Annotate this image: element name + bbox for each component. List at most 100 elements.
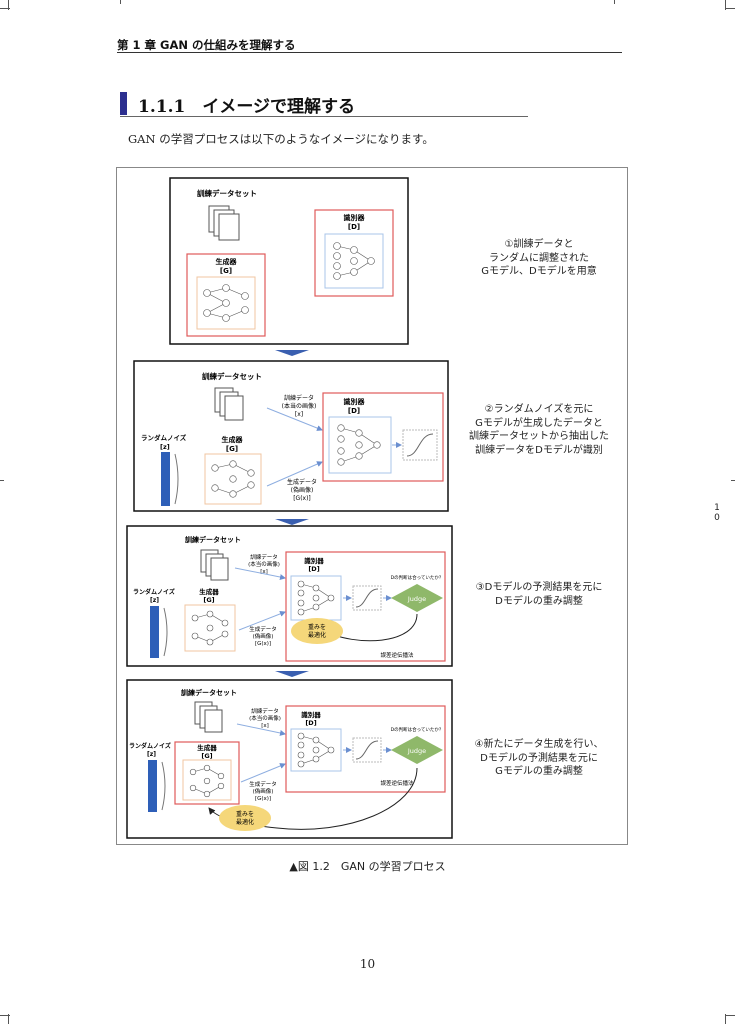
noise-symbol: [z] bbox=[147, 751, 156, 758]
discriminator-network-icon bbox=[297, 580, 335, 616]
optimize-label: 重みを bbox=[308, 623, 326, 631]
judge-label: Judge bbox=[407, 595, 426, 603]
discriminator-symbol: [D] bbox=[348, 223, 360, 231]
backprop-label: 誤差逆伝播法 bbox=[380, 651, 414, 659]
real-data-label: 訓練データ bbox=[250, 553, 278, 561]
figure-diagram: 訓練データセット 生成器 [G] 識別器 [D] bbox=[126, 177, 453, 839]
real-data-sub: (本当の画像) bbox=[249, 714, 281, 722]
real-data-symbol: [x] bbox=[295, 411, 303, 418]
generator-network-icon bbox=[191, 610, 229, 646]
section-rule bbox=[120, 116, 528, 117]
generator-symbol: [G] bbox=[201, 752, 212, 760]
figure-caption: ▲図 1.2 GAN の学習プロセス bbox=[289, 860, 446, 873]
step-1-line: ①訓練データと bbox=[504, 239, 574, 250]
panel-3: 訓練データセット 訓練データ (本当の画像) [x] ランダムノイズ [z] 生… bbox=[126, 525, 453, 677]
judge-question: Dの判断は合っていたか？ bbox=[391, 574, 444, 581]
real-data-sub: (本当の画像) bbox=[282, 402, 317, 410]
side-page-number: 1 0 bbox=[713, 503, 721, 523]
noise-vector bbox=[161, 452, 170, 506]
dataset-pages-icon bbox=[194, 701, 223, 733]
chapter-header: 第 1 章 GAN の仕組みを理解する bbox=[117, 38, 296, 52]
discriminator-label: 識別器 bbox=[304, 556, 324, 565]
header-rule bbox=[117, 52, 622, 53]
step-1-line: Gモデル、Dモデルを用意 bbox=[481, 266, 597, 277]
discriminator-symbol: [D] bbox=[305, 719, 316, 727]
fake-data-symbol: [G(x)] bbox=[255, 796, 271, 802]
optimize-ellipse bbox=[291, 618, 343, 644]
generator-label: 生成器 bbox=[216, 257, 238, 266]
generator-symbol: [G] bbox=[220, 267, 232, 275]
step-2-line: ②ランダムノイズを元に bbox=[484, 404, 594, 415]
generator-label: 生成器 bbox=[197, 743, 217, 752]
section-title: 1.1.1 イメージで理解する bbox=[138, 97, 355, 117]
step-1-description: ①訓練データと ランダムに調整された Gモデル、Dモデルを用意 bbox=[454, 238, 624, 279]
optimize-label: 重みを bbox=[236, 810, 254, 818]
intro-text: GAN の学習プロセスは以下のようなイメージになります。 bbox=[128, 132, 434, 146]
dataset-pages-icon bbox=[214, 387, 244, 421]
side-page-digit: 1 bbox=[714, 503, 720, 513]
discriminator-symbol: [D] bbox=[308, 565, 319, 573]
discriminator-label: 識別器 bbox=[301, 710, 321, 719]
step-4-line: ④新たにデータ生成を行い、 bbox=[474, 739, 604, 750]
down-arrow-icon bbox=[275, 671, 309, 677]
backprop-label: 誤差逆伝播法 bbox=[380, 779, 414, 787]
optimize-label-2: 最適化 bbox=[308, 631, 326, 639]
fake-data-sub: (偽画像) bbox=[253, 632, 274, 640]
step-2-description: ②ランダムノイズを元に Gモデルが生成したデータと 訓練データセットから抽出した… bbox=[454, 403, 624, 457]
side-page-digit: 0 bbox=[714, 513, 720, 523]
step-4-line: Gモデルの重み調整 bbox=[495, 766, 583, 777]
step-4-description: ④新たにデータ生成を行い、 Dモデルの予測結果を元に Gモデルの重み調整 bbox=[454, 738, 624, 779]
discriminator-network-icon bbox=[297, 732, 335, 768]
judge-diamond bbox=[391, 736, 443, 764]
page-number: 10 bbox=[359, 957, 376, 971]
dataset-label: 訓練データセット bbox=[197, 188, 257, 198]
fake-data-label: 生成データ bbox=[287, 478, 317, 486]
step-1-line: ランダムに調整された bbox=[489, 252, 589, 264]
generator-label: 生成器 bbox=[222, 435, 244, 444]
fake-data-sub: (偽画像) bbox=[253, 787, 274, 795]
judge-label: Judge bbox=[407, 747, 426, 755]
generator-symbol: [G] bbox=[226, 445, 238, 453]
panel-4: 訓練データセット 訓練データ (本当の画像) [x] ランダムノイズ [z] 生… bbox=[126, 679, 453, 839]
judge-question: Dの判断は合っていたか？ bbox=[391, 726, 444, 733]
panel-2: 訓練データセット 訓練データ (本当の画像) [x] ランダムノイズ [z] 生… bbox=[133, 360, 449, 525]
generator-network-icon bbox=[211, 460, 255, 498]
dataset-label: 訓練データセット bbox=[185, 535, 241, 544]
real-data-sub: (本当の画像) bbox=[248, 560, 280, 568]
discriminator-symbol: [D] bbox=[348, 407, 360, 415]
fake-data-sub: (偽画像) bbox=[291, 486, 314, 494]
dataset-pages-icon bbox=[208, 205, 240, 241]
discriminator-network-icon bbox=[333, 242, 375, 280]
step-2-line: 訓練データをDモデルが識別 bbox=[475, 444, 603, 456]
step-4-line: Dモデルの予測結果を元に bbox=[480, 752, 598, 764]
noise-symbol: [z] bbox=[150, 597, 159, 604]
noise-vector bbox=[148, 760, 157, 812]
real-data-label: 訓練データ bbox=[284, 394, 314, 402]
noise-label: ランダムノイズ bbox=[129, 742, 171, 750]
panel-1: 訓練データセット 生成器 [G] 識別器 [D] bbox=[169, 177, 409, 356]
fake-data-symbol: [G(x)] bbox=[255, 641, 271, 647]
optimize-ellipse bbox=[219, 805, 271, 831]
noise-vector bbox=[150, 606, 159, 658]
discriminator-label: 識別器 bbox=[344, 397, 366, 406]
real-data-label: 訓練データ bbox=[251, 707, 279, 715]
generator-network-icon bbox=[189, 764, 225, 798]
generator-symbol: [G] bbox=[203, 596, 214, 604]
dataset-pages-icon bbox=[200, 549, 229, 581]
gan-process-figure: 訓練データセット 生成器 [G] 識別器 [D] bbox=[116, 167, 628, 845]
step-2-line: Gモデルが生成したデータと bbox=[475, 417, 603, 429]
discriminator-network-icon bbox=[337, 424, 381, 466]
noise-label: ランダムノイズ bbox=[141, 433, 187, 442]
noise-symbol: [z] bbox=[160, 443, 170, 451]
optimize-label-2: 最適化 bbox=[236, 818, 254, 826]
real-data-symbol: [x] bbox=[261, 723, 269, 729]
judge-diamond bbox=[391, 584, 443, 612]
step-2-line: 訓練データセットから抽出した bbox=[469, 431, 609, 442]
step-3-line: Dモデルの重み調整 bbox=[495, 595, 583, 607]
real-data-symbol: [x] bbox=[260, 569, 268, 575]
fake-data-label: 生成データ bbox=[249, 780, 277, 788]
dataset-label: 訓練データセット bbox=[181, 688, 237, 697]
noise-label: ランダムノイズ bbox=[133, 588, 175, 596]
fake-data-label: 生成データ bbox=[249, 625, 277, 633]
fake-data-symbol: [G(x)] bbox=[293, 495, 311, 502]
